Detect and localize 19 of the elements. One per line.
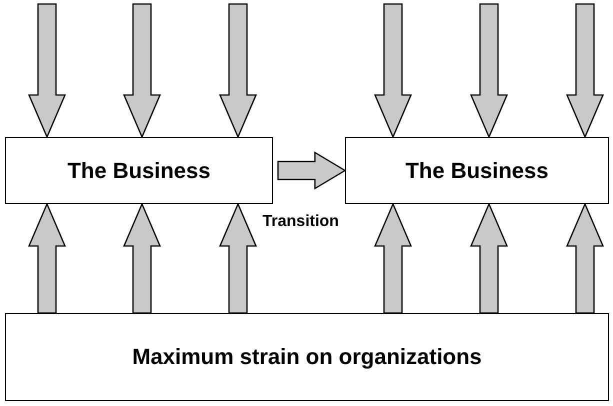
block-arrow — [123, 202, 161, 314]
block-arrow — [219, 3, 257, 139]
process-box — [345, 137, 609, 204]
box-title: The Business — [67, 158, 211, 184]
block-arrow — [277, 151, 346, 190]
block-arrow — [123, 3, 161, 139]
block-arrow — [219, 202, 257, 314]
block-arrow — [28, 202, 66, 314]
block-arrow — [374, 202, 412, 314]
block-arrow — [470, 202, 508, 314]
process-box — [5, 137, 273, 204]
process-box — [5, 313, 609, 401]
block-arrow — [28, 3, 66, 139]
box-title: The Business — [405, 158, 549, 184]
block-arrow — [566, 3, 604, 139]
box-title: Maximum strain on organizations — [132, 344, 482, 370]
block-arrow — [566, 202, 604, 314]
block-arrow — [470, 3, 508, 139]
block-arrow — [374, 3, 412, 139]
